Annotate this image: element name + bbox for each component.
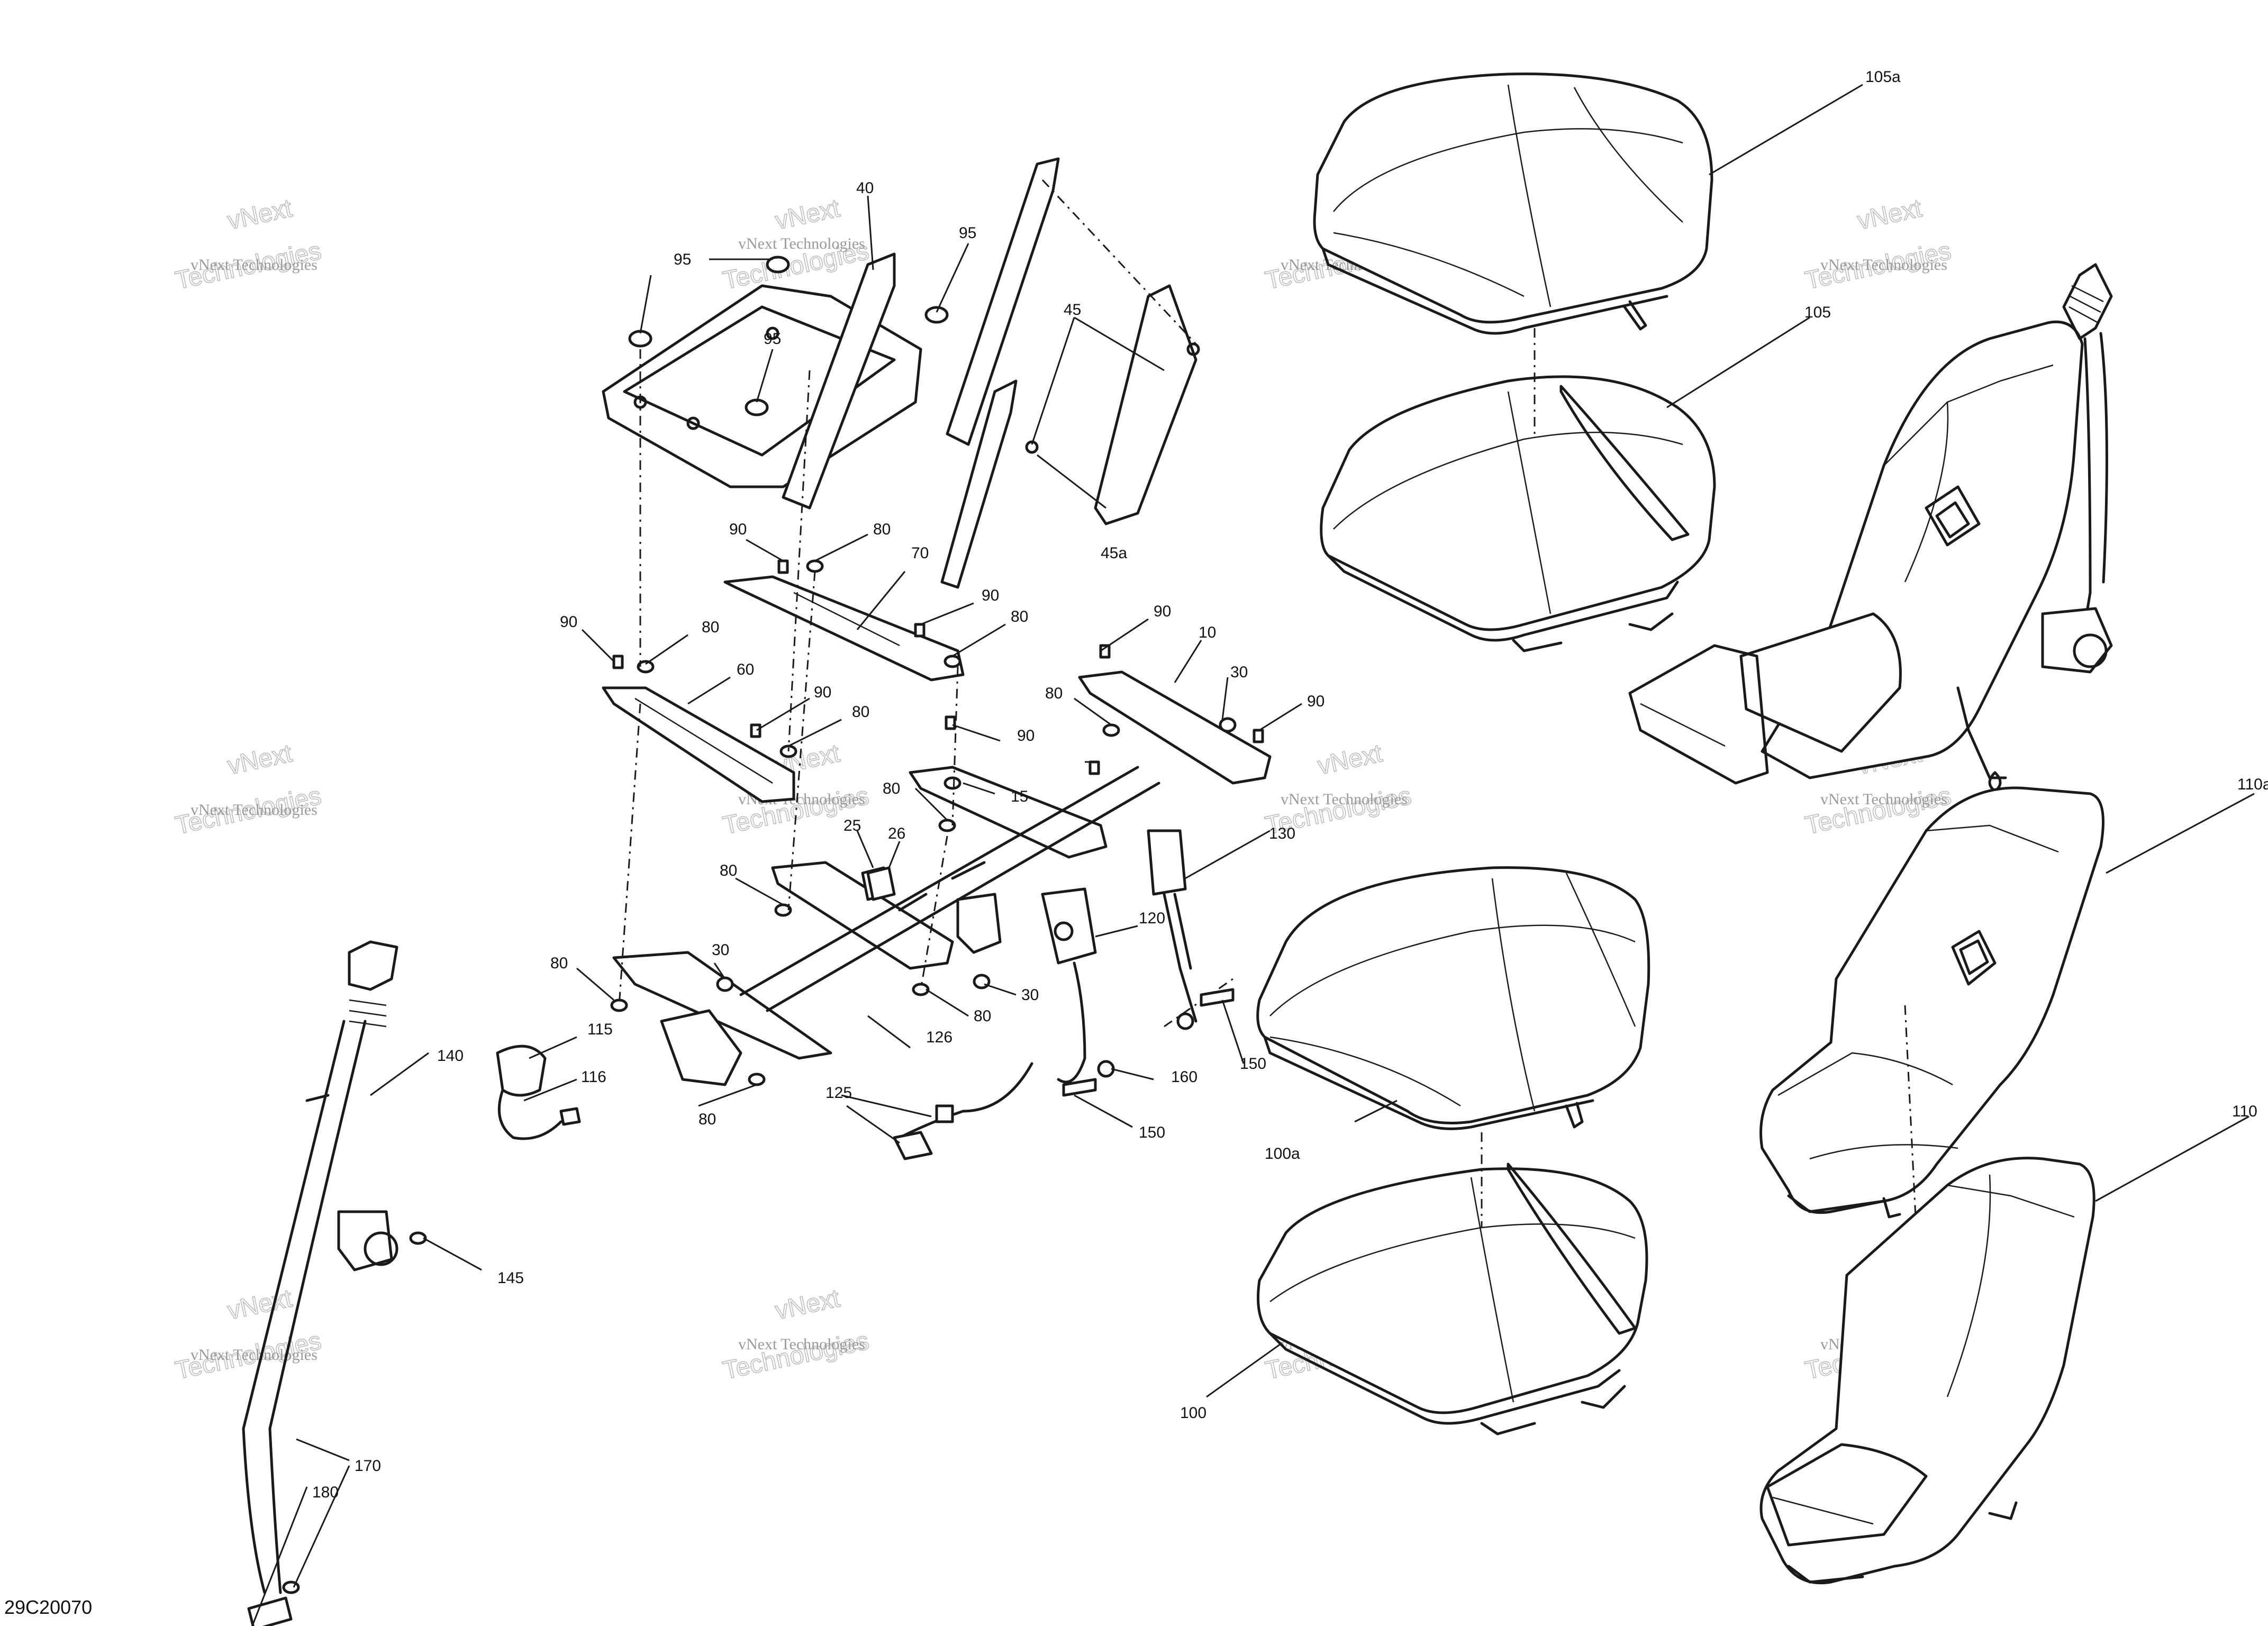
- callout-105a: 105a: [1865, 68, 1901, 86]
- seat-back-rail-40: [782, 157, 1060, 510]
- svg-text:vNext Technologies: vNext Technologies: [190, 801, 317, 819]
- callout-80: 80: [550, 955, 568, 972]
- seat-base-frame-10: [612, 670, 1272, 1086]
- seat-105-with-belt: [1628, 263, 2113, 793]
- callout-116: 116: [581, 1068, 606, 1086]
- retractor-115-116: [496, 1044, 581, 1140]
- callout-80: 80: [1045, 685, 1063, 702]
- seat-belt-assembly-140: [242, 940, 398, 1626]
- callout-25: 25: [843, 817, 861, 834]
- callout-110a: 110a: [2237, 776, 2268, 793]
- bolts-150-160: [1062, 988, 1235, 1097]
- bracket-25-26: [866, 866, 896, 901]
- svg-text:vNext Technologies: vNext Technologies: [190, 1346, 317, 1364]
- callout-80: 80: [883, 780, 900, 797]
- svg-text:vNext: vNext: [225, 739, 294, 780]
- callout-95: 95: [959, 224, 976, 242]
- callout-140: 140: [437, 1047, 464, 1065]
- callout-45a: 45a: [1101, 544, 1127, 562]
- callout-120: 120: [1139, 910, 1165, 927]
- fastener-bolts-90: [612, 559, 1264, 775]
- callout-80: 80: [852, 703, 869, 721]
- callout-10: 10: [1199, 624, 1216, 641]
- callout-100: 100: [1180, 1404, 1206, 1422]
- rubber-bumper-95: [628, 256, 949, 416]
- callout-30: 30: [1230, 664, 1248, 681]
- callout-110: 110: [2232, 1103, 2257, 1120]
- callout-90: 90: [1307, 693, 1324, 710]
- watermark-group: vNext Technologies vNext Technologies vN…: [173, 194, 1954, 1385]
- slide-rail-60: [602, 686, 795, 803]
- callout-80: 80: [974, 1007, 991, 1025]
- callout-160: 160: [1171, 1068, 1197, 1086]
- svg-text:vNext: vNext: [773, 194, 842, 235]
- callout-150: 150: [1139, 1124, 1165, 1141]
- svg-text:vNext Technologies: vNext Technologies: [738, 1336, 865, 1353]
- callout-95: 95: [674, 251, 691, 268]
- callout-leaders: [251, 84, 2255, 1626]
- watermark: vNext Technologies vNext Technologies: [1802, 194, 1954, 295]
- watermark: vNext Technologies vNext Technologies: [173, 194, 324, 295]
- svg-text:vNext: vNext: [1315, 739, 1384, 780]
- watermark: vNext Technologies vNext Technologies: [720, 194, 872, 295]
- slide-rail-70: [723, 575, 965, 682]
- callout-70: 70: [911, 544, 929, 562]
- callout-26: 26: [888, 825, 905, 842]
- callout-150: 150: [1240, 1055, 1266, 1073]
- alignment-lines: [618, 179, 1917, 1228]
- svg-text:vNext: vNext: [225, 194, 294, 235]
- callout-90: 90: [982, 587, 999, 604]
- seat-cushion-105: [1320, 375, 1716, 652]
- svg-text:vNext Technologies: vNext Technologies: [738, 235, 865, 252]
- callout-30: 30: [712, 941, 729, 959]
- seat-cushion-100a: [1256, 866, 1650, 1130]
- callout-180: 180: [312, 1484, 339, 1501]
- callout-126: 126: [926, 1029, 952, 1046]
- svg-text:vNext Technologies: vNext Technologies: [1281, 791, 1408, 808]
- callout-80: 80: [720, 862, 737, 879]
- callout-80: 80: [873, 521, 891, 538]
- seat-110a: [1759, 786, 2104, 1219]
- callout-115: 115: [587, 1021, 613, 1038]
- callout-15: 15: [1011, 788, 1028, 805]
- callout-45: 45: [1064, 301, 1081, 319]
- watermark: vNext Technologies vNext Technologies: [173, 739, 324, 840]
- callout-90: 90: [1154, 603, 1171, 620]
- callout-80: 80: [1011, 608, 1028, 625]
- seat-110: [1759, 1157, 2095, 1585]
- seat-belt-buckle-120: [1041, 887, 1097, 1084]
- callout-100a: 100a: [1265, 1145, 1300, 1162]
- callout-60: 60: [737, 661, 754, 678]
- svg-text:vNext Technologies: vNext Technologies: [1820, 791, 1947, 808]
- callout-80: 80: [702, 619, 719, 636]
- document-id: 29C20070: [4, 1596, 92, 1618]
- callout-95: 95: [764, 330, 781, 348]
- callout-90: 90: [729, 521, 747, 538]
- svg-text:vNext: vNext: [1855, 194, 1924, 235]
- callout-30: 30: [1021, 986, 1039, 1004]
- callout-40: 40: [856, 179, 874, 197]
- callout-80: 80: [698, 1111, 716, 1128]
- bracket-45: [940, 284, 1200, 589]
- svg-text:vNext: vNext: [225, 1284, 294, 1325]
- seat-belt-buckle-130: [1147, 829, 1197, 1023]
- callout-90: 90: [560, 613, 577, 631]
- callout-125: 125: [825, 1084, 852, 1102]
- seat-cushion-105a: [1313, 72, 1713, 335]
- watermark: vNext Technologies vNext Technologies: [720, 1284, 872, 1385]
- callout-90: 90: [1017, 727, 1035, 744]
- callout-145: 145: [497, 1269, 524, 1287]
- seat-cushion-100: [1257, 1162, 1648, 1436]
- connector-125-126: [893, 1062, 1033, 1160]
- svg-text:vNext Technologies: vNext Technologies: [190, 256, 317, 274]
- callout-170: 170: [355, 1457, 381, 1475]
- callout-105: 105: [1804, 304, 1831, 321]
- svg-text:vNext: vNext: [773, 1284, 842, 1325]
- callout-130: 130: [1269, 825, 1295, 842]
- svg-text:vNext Technologies: vNext Technologies: [1820, 256, 1947, 274]
- callout-90: 90: [814, 684, 831, 701]
- watermark: vNext Technologies vNext Technologies: [173, 1284, 324, 1385]
- callout-labels: 105a 105 110a 110 100a 100 40 95 95 95 4…: [312, 68, 2268, 1501]
